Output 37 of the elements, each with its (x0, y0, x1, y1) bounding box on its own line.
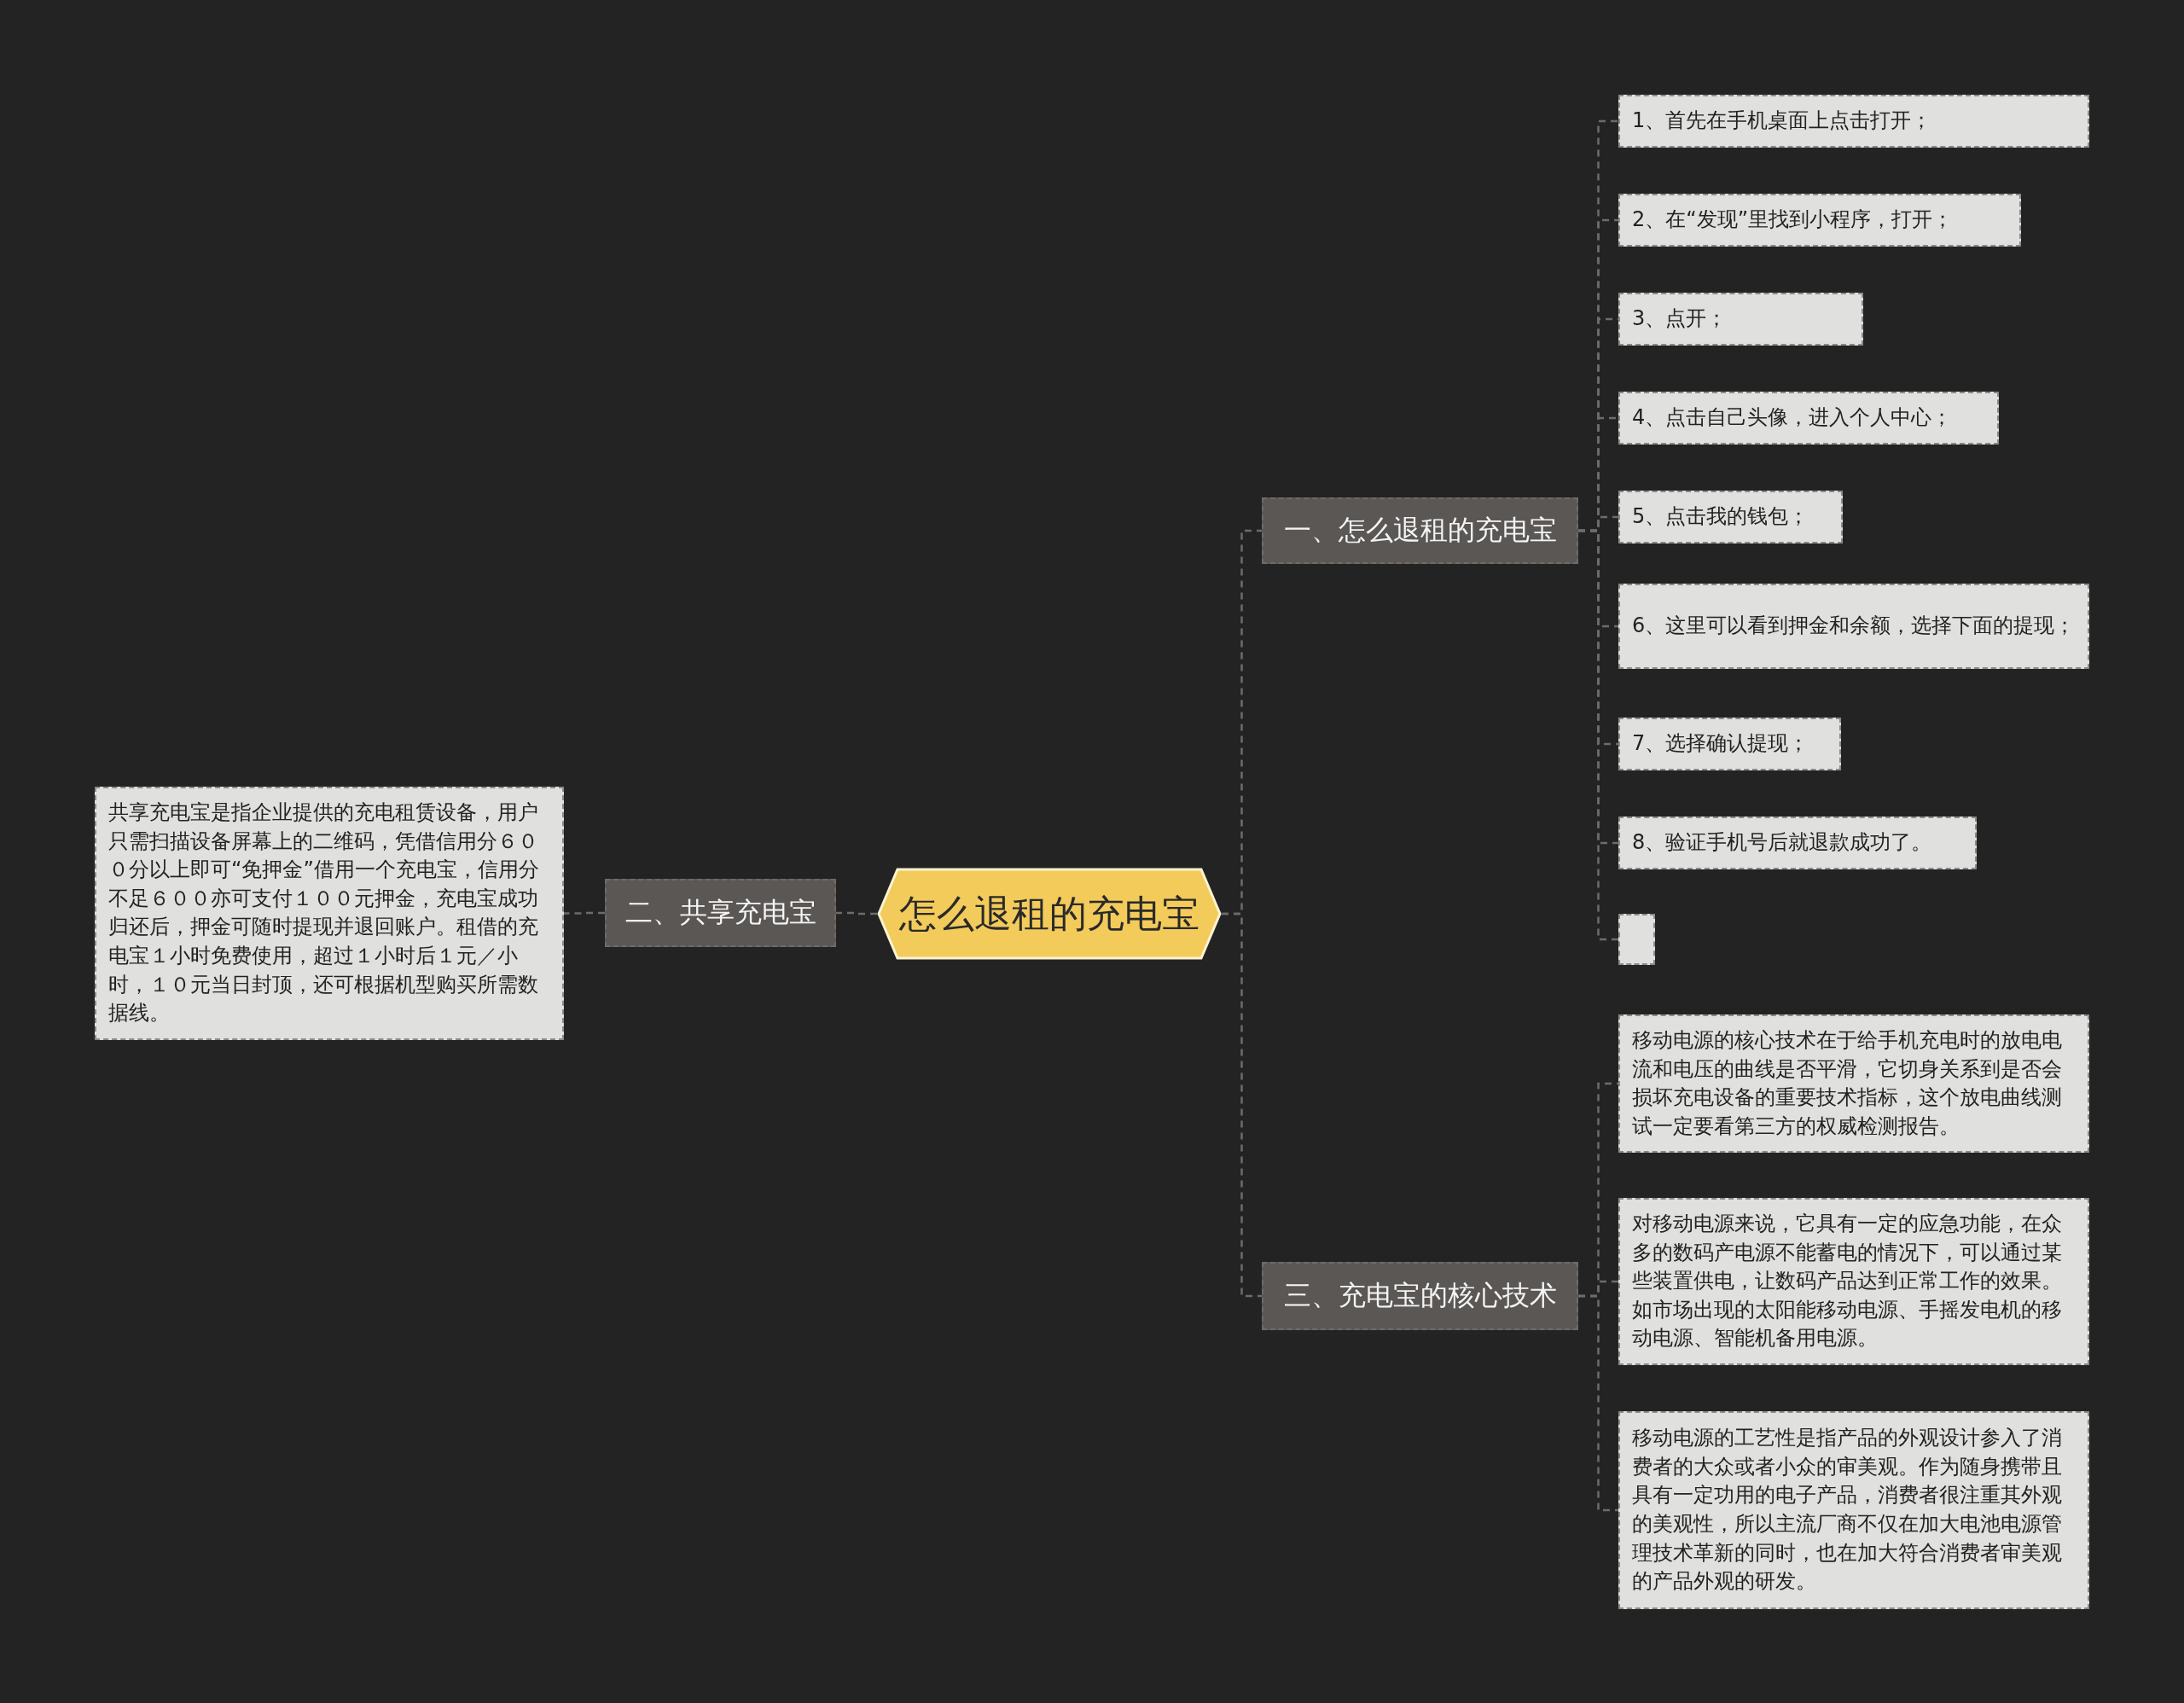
note-box (1618, 817, 1977, 869)
note-box (1618, 1014, 2089, 1154)
topic-text: 移动电源的工艺性是指产品的外观设计参入了消费者的大众或者小众的审美观。作为随身携带且具有一定功用的电子产品，消费者很注重其外观的美观性，所以主流厂商不仅在加大电池电源管理技术革新的同时，也在加大符合消费者审美观的产品外观的研发。 (1632, 1425, 2063, 1595)
topic-text: 共享充电宝是指企业提供的充电租赁设备，用户只需扫描设备屏幕上的二维码，凭借信用分６００分以上即可“免押金”借用一个充电宝，信用分不足６００亦可支付１００元押金，充电宝成功归还后，押金可随时提现并退回账户。租借的充电宝１小时免费使用，超过１小时后１元／小时，１０元当日封顶，还可根据机型购买所需数据线。 (108, 799, 540, 1027)
connector-line (564, 911, 605, 915)
connector-line (1222, 912, 1262, 1298)
topic-text: 对移动电源来说，它具有一定的应急功能，在众多的数码产电源不能蓄电的情况下，可以通过某些装置供电，让数码产品达到正常工作的效果。如市场出现的太阳能移动电源、手摇发电机的移动电源、智能机备用电源。 (1632, 1211, 2063, 1352)
topic-text: 2、在“发现”里找到小程序，打开； (1632, 206, 1954, 233)
topic-text: 1、首先在手机桌面上点击打开； (1632, 108, 1932, 134)
connector-line (1578, 1294, 1618, 1512)
note-box (1618, 1411, 2089, 1609)
hexagon-topic (877, 868, 1222, 960)
note-box (1618, 194, 2021, 247)
connector-line (836, 911, 877, 915)
note-box (1618, 491, 1843, 543)
topic-box (1262, 1262, 1578, 1330)
topic-text: 移动电源的核心技术在于给手机充电时的放电电流和电压的曲线是否平滑，它切身关系到是否会损坏充电设备的重要技术指标，这个放电曲线测试一定要看第三方的权威检测报告。 (1632, 1027, 2063, 1140)
note-box (1618, 718, 1841, 770)
empty-box (1618, 914, 1655, 965)
topic-box (1262, 497, 1578, 564)
note-box (1618, 293, 1863, 346)
topic-text: 4、点击自己头像，进入个人中心； (1632, 404, 1953, 431)
topic-text: 二、共享充电宝 (624, 895, 816, 930)
note-box (1618, 584, 2089, 669)
note-box (1618, 392, 1999, 445)
topic-text: 5、点击我的钱包； (1632, 503, 1809, 530)
note-box (1618, 1198, 2089, 1365)
topic-box (605, 879, 836, 947)
topic-text: 一、怎么退租的充电宝 (1283, 513, 1557, 548)
note-box (95, 787, 564, 1040)
topic-text: 7、选择确认提现； (1632, 730, 1809, 757)
topic-text: 3、点开； (1632, 305, 1728, 332)
topic-text: 8、验证手机号后就退款成功了。 (1632, 829, 1932, 856)
topic-text: 三、充电宝的核心技术 (1283, 1278, 1557, 1313)
topic-text: 6、这里可以看到押金和余额，选择下面的提现； (1632, 613, 2076, 640)
note-box (1618, 95, 2089, 148)
topic-text: 怎么退租的充电宝 (899, 890, 1199, 937)
